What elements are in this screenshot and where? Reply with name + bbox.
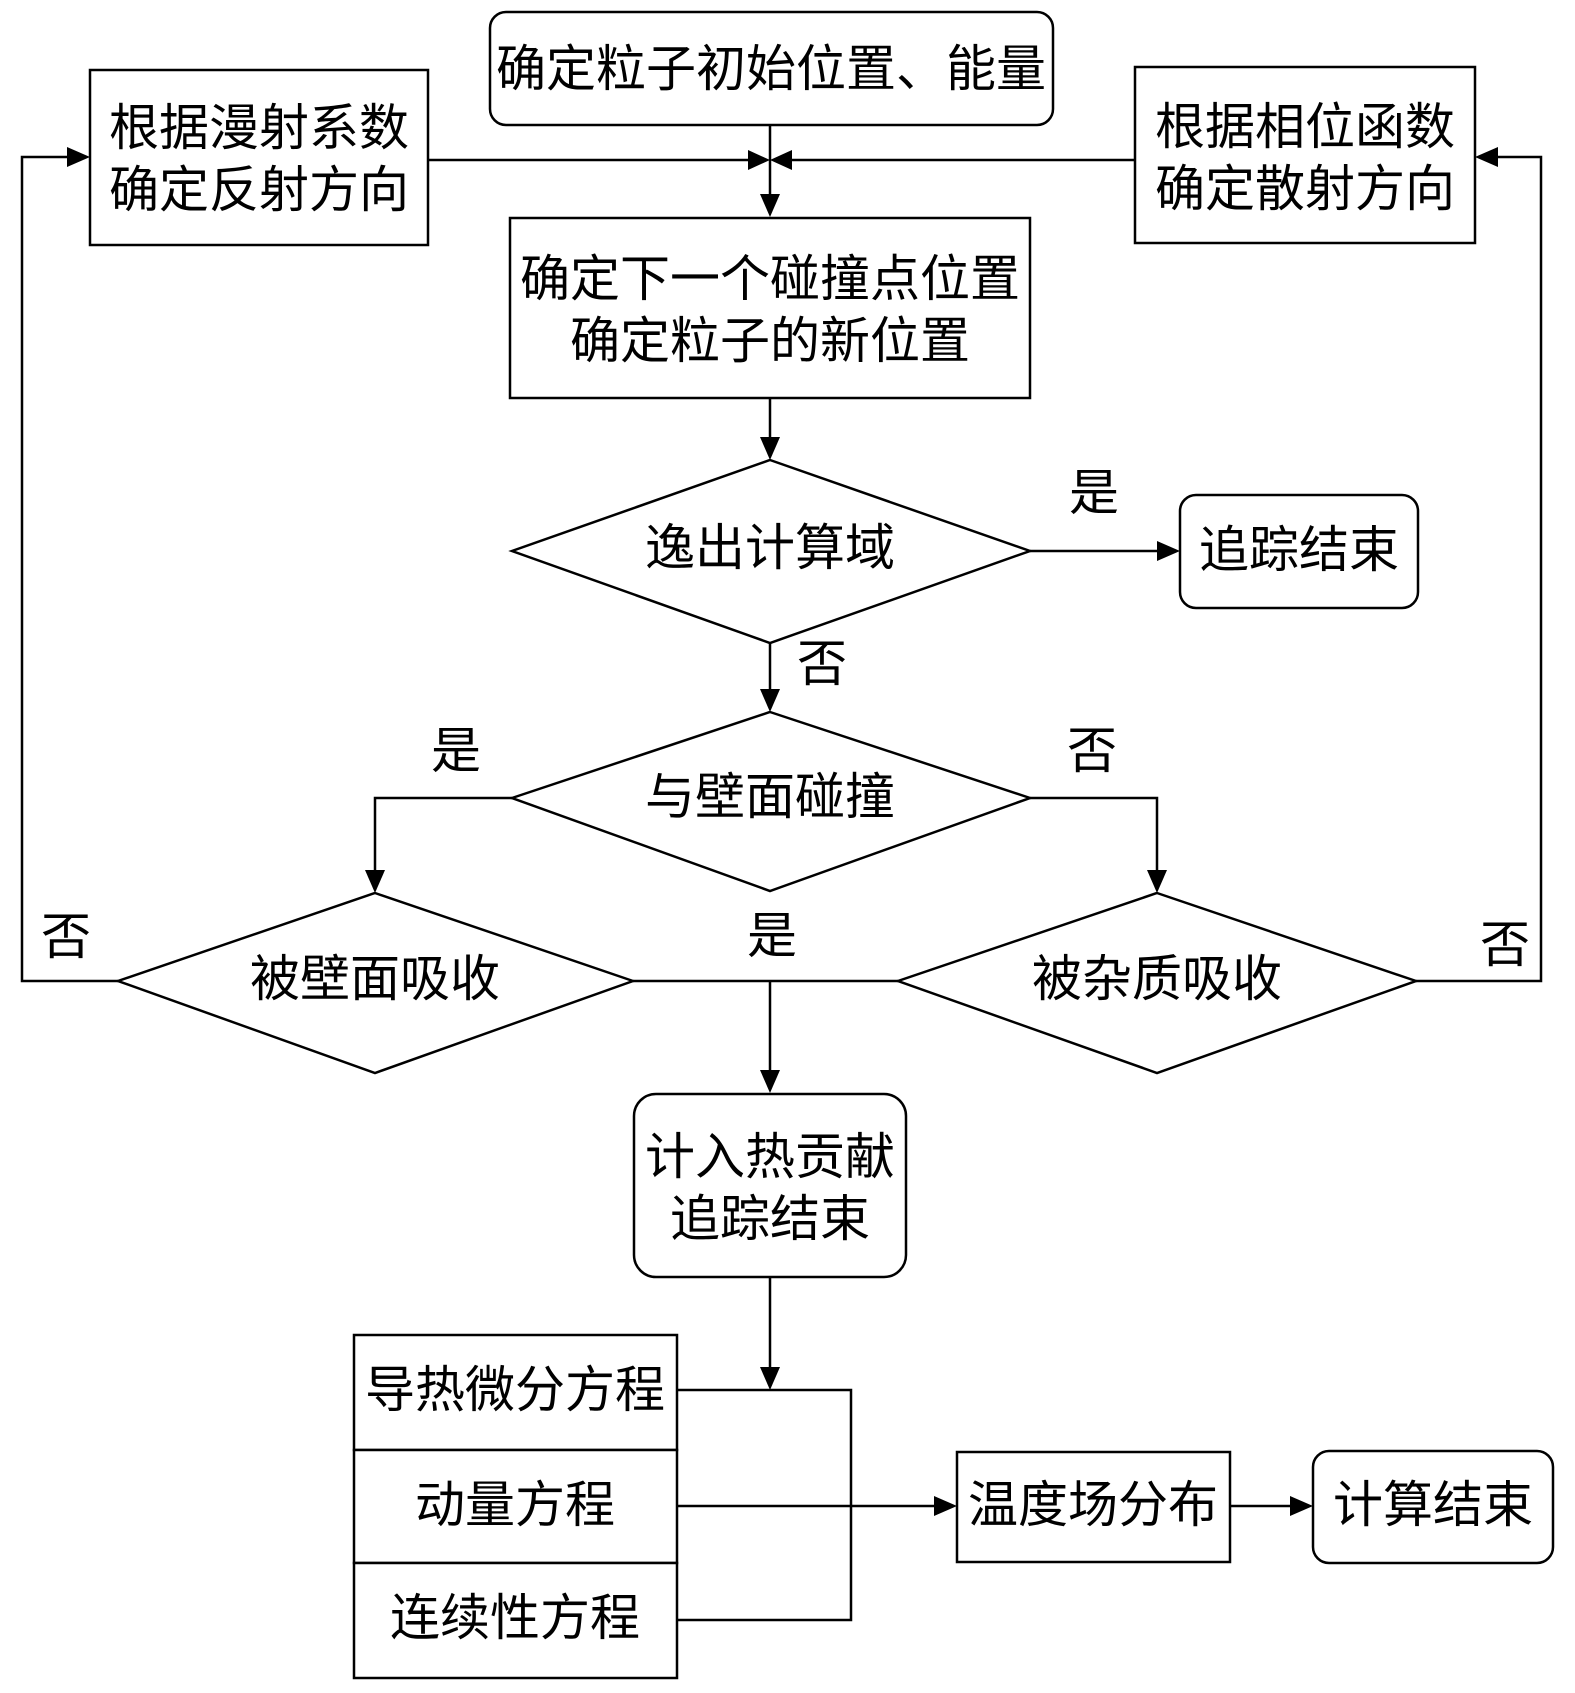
arrowhead-left-phase-box <box>1475 147 1498 167</box>
arrowhead-down-eqs <box>760 1367 780 1390</box>
label-escape-no: 否 <box>797 635 847 693</box>
node-eq-continuity-label: 连续性方程 <box>390 1589 640 1647</box>
node-next-label-1: 确定下一个碰撞点位置 <box>520 250 1020 308</box>
arrowhead-right-diffuse <box>748 150 770 170</box>
node-phase-label-2: 确定散射方向 <box>1155 160 1455 218</box>
label-impurity-no: 否 <box>1480 916 1530 974</box>
arrowhead-left-phase <box>770 150 792 170</box>
label-wallabsorb-no: 否 <box>41 908 91 966</box>
node-eq-momentum-label: 动量方程 <box>415 1476 615 1534</box>
arrowhead-right-temperature <box>934 1496 957 1516</box>
node-end-track-label: 追踪结束 <box>1199 521 1399 579</box>
node-temperature-label: 温度场分布 <box>968 1476 1218 1534</box>
node-impurity-absorb <box>894 891 1420 1075</box>
arrowhead-down-heat <box>760 1070 780 1093</box>
node-wall-absorb <box>114 891 637 1075</box>
node-heat <box>632 1092 908 1279</box>
node-heat-label-1: 计入热贡献 <box>645 1128 895 1186</box>
node-escape-label: 逸出计算域 <box>645 519 895 577</box>
node-heat-label-2: 追踪结束 <box>670 1190 870 1248</box>
node-next-label-2: 确定粒子的新位置 <box>570 312 970 370</box>
edge-wall-no <box>1030 796 1159 870</box>
node-impurity-absorb-label: 被杂质吸收 <box>1032 950 1282 1008</box>
node-phase-label-1: 根据相位函数 <box>1155 98 1455 156</box>
arrowhead-right-calcend <box>1290 1496 1313 1516</box>
node-temperature <box>955 1450 1232 1564</box>
label-absorb-yes: 是 <box>747 907 797 965</box>
label-wall-no: 否 <box>1067 722 1117 780</box>
arrowhead-down-wallabsorb <box>365 870 385 893</box>
node-escape <box>508 458 1034 645</box>
arrowhead-down-wall <box>760 689 780 712</box>
node-eq-continuity <box>352 1561 679 1680</box>
arrowhead-right-endtrack <box>1157 541 1180 561</box>
node-wall-absorb-label: 被壁面吸收 <box>250 950 500 1008</box>
node-init-label: 确定粒子初始位置、能量 <box>496 40 1046 98</box>
node-diffuse-label-2: 确定反射方向 <box>109 161 409 219</box>
arrowhead-right-diffuse-box <box>67 147 90 167</box>
node-init <box>488 10 1055 127</box>
label-escape-yes: 是 <box>1069 464 1119 522</box>
node-end-track <box>1178 493 1420 610</box>
node-wall-collide-label: 与壁面碰撞 <box>645 768 895 826</box>
node-eq-heat-label: 导热微分方程 <box>365 1361 665 1419</box>
connectors <box>20 125 1543 1622</box>
node-diffuse-label-1: 根据漫射系数 <box>109 99 409 157</box>
node-eq-heat <box>352 1333 679 1452</box>
node-phase <box>1133 65 1477 245</box>
edge-impurity-no <box>1416 155 1543 983</box>
node-diffuse <box>88 68 430 247</box>
arrowhead-down-escape <box>760 437 780 460</box>
node-wall-collide <box>508 710 1034 893</box>
edge-wall-yes <box>373 796 512 870</box>
arrowhead-down-impurity <box>1147 870 1167 893</box>
label-wall-yes: 是 <box>431 722 481 780</box>
node-calc-end-label: 计算结束 <box>1333 1476 1533 1534</box>
arrowhead-down-next <box>760 194 780 217</box>
edge-wallabsorb-no <box>20 155 118 983</box>
node-calc-end <box>1311 1449 1555 1565</box>
node-next <box>508 216 1032 400</box>
arrowheads <box>67 147 1498 1516</box>
